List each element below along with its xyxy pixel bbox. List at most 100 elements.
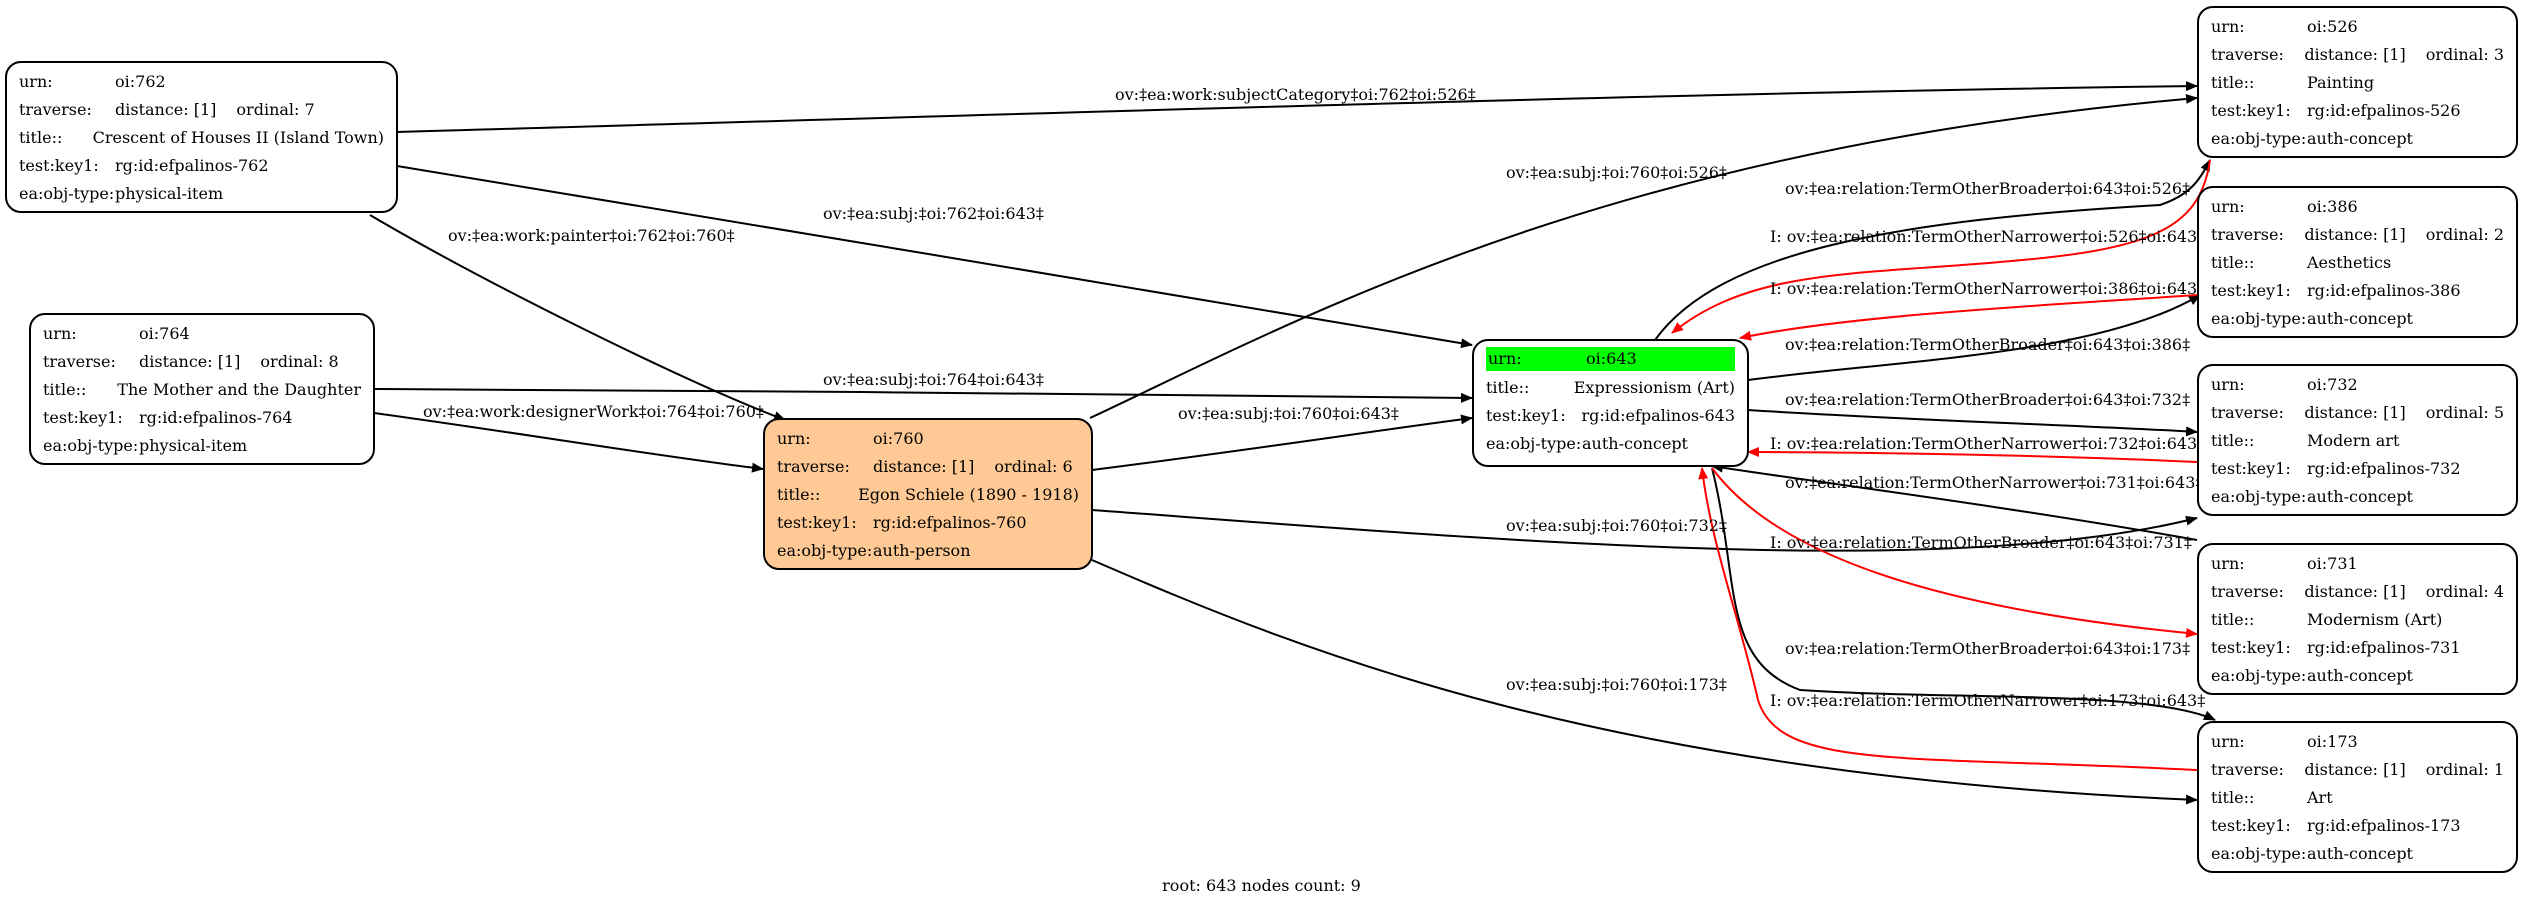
key1-key: test:key1:	[2211, 637, 2291, 657]
key1-value: rg:id:efpalinos-173	[2307, 815, 2461, 835]
ordinal-value: ordinal: 1	[2425, 759, 2504, 779]
title-key: title::	[1486, 377, 1530, 397]
title-key: title::	[2211, 787, 2255, 807]
key1-key: test:key1:	[2211, 458, 2291, 478]
edge-inv-732-643	[1747, 447, 2198, 463]
edge-760-732	[1091, 509, 2198, 552]
objtype-value: auth-concept	[2307, 128, 2413, 148]
key1-key: test:key1:	[19, 155, 99, 175]
objtype-value: auth-concept	[2307, 486, 2413, 506]
objtype-key: ea:obj-type:	[2211, 308, 2307, 328]
key1-key: test:key1:	[777, 512, 857, 532]
urn-key: urn:	[43, 323, 77, 343]
title-value: Aesthetics	[2307, 252, 2392, 272]
node-oi-526[interactable]: urn:oi:526 traverse:distance: [1]ordinal…	[2197, 6, 2518, 158]
node-oi-760[interactable]: urn:oi:760 traverse:distance: [1]ordinal…	[763, 418, 1093, 570]
key1-value: rg:id:efpalinos-643	[1581, 405, 1735, 425]
key1-value: rg:id:efpalinos-732	[2307, 458, 2461, 478]
title-key: title::	[2211, 252, 2255, 272]
edge-643-173	[1711, 467, 2216, 721]
title-key: title::	[43, 379, 87, 399]
edge-label: ov:‡ea:subj:‡oi:762‡oi:643‡	[823, 204, 1044, 223]
urn-key: urn:	[19, 71, 53, 91]
traverse-key: traverse:	[19, 99, 92, 119]
urn-key: urn:	[2211, 374, 2245, 394]
title-key: title::	[2211, 609, 2255, 629]
node-oi-643[interactable]: urn:oi:643 title::Expressionism (Art) te…	[1472, 339, 1749, 467]
node-oi-386[interactable]: urn:oi:386 traverse:distance: [1]ordinal…	[2197, 186, 2518, 338]
edge-label: I: ov:‡ea:relation:TermOtherNarrower‡oi:…	[1770, 227, 2205, 246]
key1-value: rg:id:efpalinos-386	[2307, 280, 2461, 300]
objtype-key: ea:obj-type:	[2211, 665, 2307, 685]
objtype-key: ea:obj-type:	[2211, 486, 2307, 506]
urn-value: oi:643	[1584, 347, 1735, 371]
objtype-value: physical-item	[139, 435, 248, 455]
edge-label: I: ov:‡ea:relation:TermOtherNarrower‡oi:…	[1770, 691, 2205, 710]
key1-key: test:key1:	[2211, 815, 2291, 835]
urn-value: oi:526	[2307, 16, 2358, 36]
node-oi-173[interactable]: urn:oi:173 traverse:distance: [1]ordinal…	[2197, 721, 2518, 873]
edge-label: ov:‡ea:subj:‡oi:760‡oi:526‡	[1506, 163, 1727, 182]
objtype-value: auth-concept	[2307, 843, 2413, 863]
traverse-key: traverse:	[43, 351, 116, 371]
title-value: Egon Schiele (1890 - 1918)	[858, 484, 1079, 504]
distance-value: distance: [1]	[139, 351, 241, 371]
edge-760-173	[1091, 559, 2198, 805]
title-key: title::	[2211, 430, 2255, 450]
edge-label: ov:‡ea:relation:TermOtherBroader‡oi:643‡…	[1785, 639, 2190, 658]
edge-label: ov:‡ea:relation:TermOtherNarrower‡oi:731…	[1785, 473, 2203, 492]
traverse-key: traverse:	[2211, 224, 2284, 244]
objtype-key: ea:obj-type:	[2211, 128, 2307, 148]
edge-760-526	[1089, 93, 2198, 419]
objtype-key: ea:obj-type:	[1486, 433, 1582, 453]
ordinal-value: ordinal: 3	[2425, 44, 2504, 64]
objtype-value: auth-concept	[1582, 433, 1688, 453]
urn-key: urn:	[1486, 347, 1584, 371]
objtype-key: ea:obj-type:	[777, 540, 873, 560]
urn-key: urn:	[2211, 16, 2245, 36]
urn-value: oi:386	[2307, 196, 2358, 216]
title-value: Painting	[2307, 72, 2375, 92]
urn-value: oi:173	[2307, 731, 2358, 751]
objtype-key: ea:obj-type:	[2211, 843, 2307, 863]
node-oi-731[interactable]: urn:oi:731 traverse:distance: [1]ordinal…	[2197, 543, 2518, 695]
urn-value: oi:760	[873, 428, 924, 448]
edge-inv-173-643	[1698, 467, 2198, 771]
traverse-key: traverse:	[777, 456, 850, 476]
key1-key: test:key1:	[43, 407, 123, 427]
title-key: title::	[19, 127, 63, 147]
ordinal-value: ordinal: 7	[236, 99, 315, 119]
objtype-key: ea:obj-type:	[19, 183, 115, 203]
edge-label: ov:‡ea:relation:TermOtherBroader‡oi:643‡…	[1785, 179, 2190, 198]
ordinal-value: ordinal: 5	[2425, 402, 2504, 422]
distance-value: distance: [1]	[2304, 402, 2406, 422]
title-value: Crescent of Houses II (Island Town)	[92, 127, 384, 147]
title-key: title::	[777, 484, 821, 504]
key1-key: test:key1:	[1486, 405, 1566, 425]
edge-label: ov:‡ea:subj:‡oi:760‡oi:643‡	[1178, 404, 1399, 423]
ordinal-value: ordinal: 6	[994, 456, 1073, 476]
graph-footer: root: 643 nodes count: 9	[1162, 876, 1361, 895]
node-oi-764[interactable]: urn:oi:764 traverse:distance: [1]ordinal…	[29, 313, 375, 465]
edge-label: I: ov:‡ea:relation:TermOtherNarrower‡oi:…	[1770, 279, 2205, 298]
key1-value: rg:id:efpalinos-731	[2307, 637, 2461, 657]
objtype-value: physical-item	[115, 183, 224, 203]
edge-label: ov:‡ea:subj:‡oi:764‡oi:643‡	[823, 370, 1044, 389]
objtype-value: auth-person	[873, 540, 971, 560]
urn-value: oi:732	[2307, 374, 2358, 394]
ordinal-value: ordinal: 4	[2425, 581, 2504, 601]
distance-value: distance: [1]	[873, 456, 975, 476]
traverse-key: traverse:	[2211, 402, 2284, 422]
edge-inv-386-643	[1739, 294, 2198, 341]
objtype-value: auth-concept	[2307, 665, 2413, 685]
distance-value: distance: [1]	[2304, 224, 2406, 244]
key1-value: rg:id:efpalinos-526	[2307, 100, 2461, 120]
distance-value: distance: [1]	[115, 99, 217, 119]
edge-762-526	[396, 81, 2198, 133]
title-value: The Mother and the Daughter	[117, 379, 361, 399]
node-oi-762[interactable]: urn:oi:762 traverse:distance: [1]ordinal…	[5, 61, 398, 213]
node-oi-732[interactable]: urn: oi:732 traverse: distance: [1] ordinal…	[2197, 364, 2518, 516]
traverse-key: traverse:	[2211, 759, 2284, 779]
edge-643-386	[1747, 294, 2201, 381]
